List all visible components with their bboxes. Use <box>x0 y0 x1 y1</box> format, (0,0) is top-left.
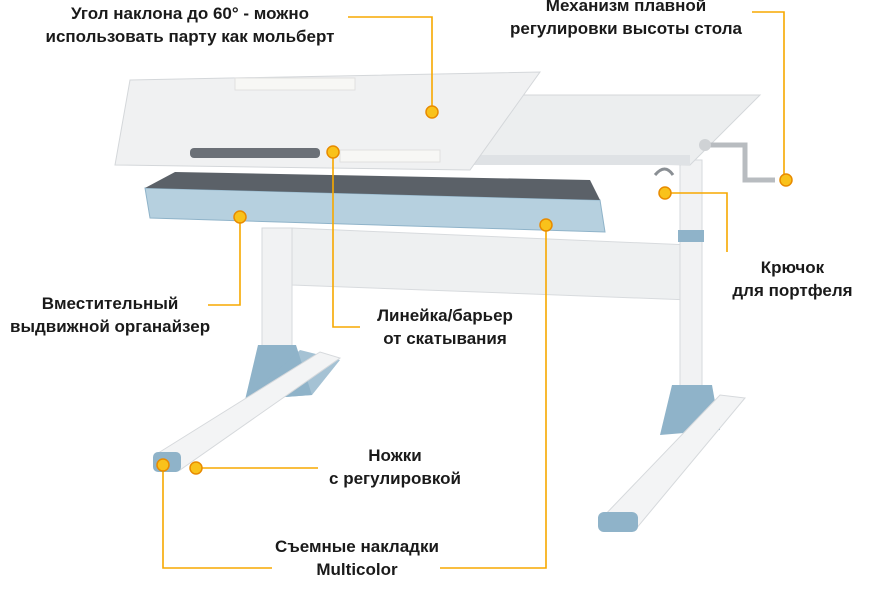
label-organizer-line1: Вместительный <box>41 294 179 313</box>
sun-marker-icon <box>425 105 439 119</box>
label-covers: Съемные накладки Multicolor <box>262 535 452 581</box>
label-covers-line1: Съемные накладки <box>275 537 439 556</box>
label-hook-line2: для портфеля <box>732 281 853 300</box>
label-organizer: Вместительный выдвижной органайзер <box>10 292 210 338</box>
sun-marker-icon <box>156 458 170 472</box>
sun-marker-icon <box>326 145 340 159</box>
label-tilt-line2: использовать парту как мольберт <box>45 27 335 46</box>
sun-marker-icon <box>539 218 553 232</box>
label-height: Механизм плавной регулировки высоты стол… <box>496 0 756 40</box>
label-hook-line1: Крючок <box>760 258 825 277</box>
label-legs-line2: с регулировкой <box>329 469 461 488</box>
sun-marker-icon <box>658 186 672 200</box>
sun-marker-icon <box>233 210 247 224</box>
label-covers-line2: Multicolor <box>316 560 398 579</box>
label-height-line2: регулировки высоты стола <box>509 19 743 38</box>
label-tilt: Угол наклона до 60° - можно использовать… <box>20 2 360 48</box>
sun-marker-icon <box>189 461 203 475</box>
leader-line-organizer <box>208 221 241 306</box>
leader-lines <box>162 11 785 569</box>
sun-marker-icon <box>779 173 793 187</box>
desk-drawing <box>114 71 775 532</box>
label-legs: Ножки с регулировкой <box>315 444 475 490</box>
leader-line-covers-right <box>440 229 547 569</box>
sun-markers <box>156 105 793 475</box>
leader-line-tilt <box>348 16 433 108</box>
leader-line-height <box>752 11 785 176</box>
hook-icon <box>653 167 675 177</box>
label-ruler-line2: от скатывания <box>383 329 507 348</box>
label-ruler: Линейка/барьер от скатывания <box>355 304 535 350</box>
label-hook: Крючок для портфеля <box>715 256 870 302</box>
leader-line-ruler <box>332 156 360 328</box>
label-height-line1: Механизм плавной <box>545 0 707 15</box>
label-legs-line1: Ножки <box>368 446 422 465</box>
label-ruler-line1: Линейка/барьер <box>377 306 513 325</box>
label-tilt-line1: Угол наклона до 60° - можно <box>70 4 310 23</box>
leader-line-hook <box>669 192 728 252</box>
leader-line-covers-left <box>162 469 272 569</box>
label-organizer-line2: выдвижной органайзер <box>10 317 211 336</box>
